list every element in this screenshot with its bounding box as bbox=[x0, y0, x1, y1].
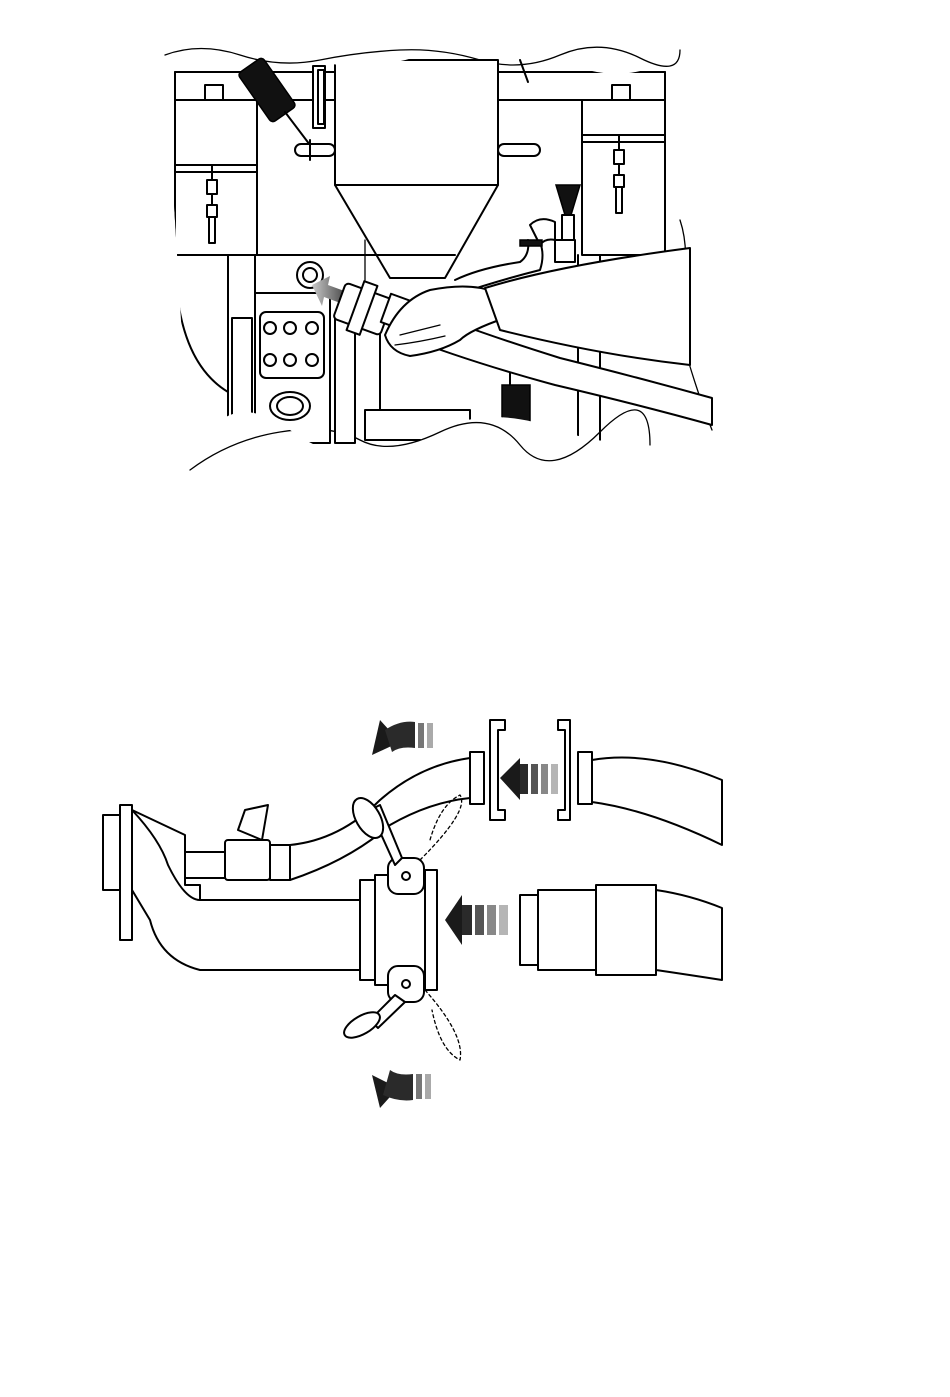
upper-insert-arrow-icon bbox=[500, 758, 558, 800]
outlet-body bbox=[103, 805, 360, 970]
machine-svg bbox=[0, 0, 950, 500]
machine-illustration bbox=[0, 0, 950, 500]
rotate-arrow-bottom-icon bbox=[372, 1070, 431, 1108]
main-coupling bbox=[360, 858, 437, 1002]
upper-incoming-hose bbox=[592, 758, 722, 846]
bottom-connector-icon bbox=[502, 385, 530, 445]
cam-lever-bottom bbox=[340, 990, 460, 1060]
upper-coupling-right bbox=[558, 720, 592, 820]
coupling-detail-illustration bbox=[0, 690, 950, 1120]
upper-coupling-left bbox=[470, 720, 505, 820]
ball-valve bbox=[185, 805, 290, 880]
lower-incoming-coupling bbox=[520, 885, 656, 975]
lower-insert-arrow-icon bbox=[445, 895, 508, 945]
valve-handle-icon bbox=[556, 185, 580, 215]
rotate-arrow-top-icon bbox=[372, 720, 433, 755]
coupling-detail-svg bbox=[0, 690, 950, 1120]
lower-incoming-hose bbox=[656, 890, 722, 980]
hopper bbox=[335, 60, 498, 278]
